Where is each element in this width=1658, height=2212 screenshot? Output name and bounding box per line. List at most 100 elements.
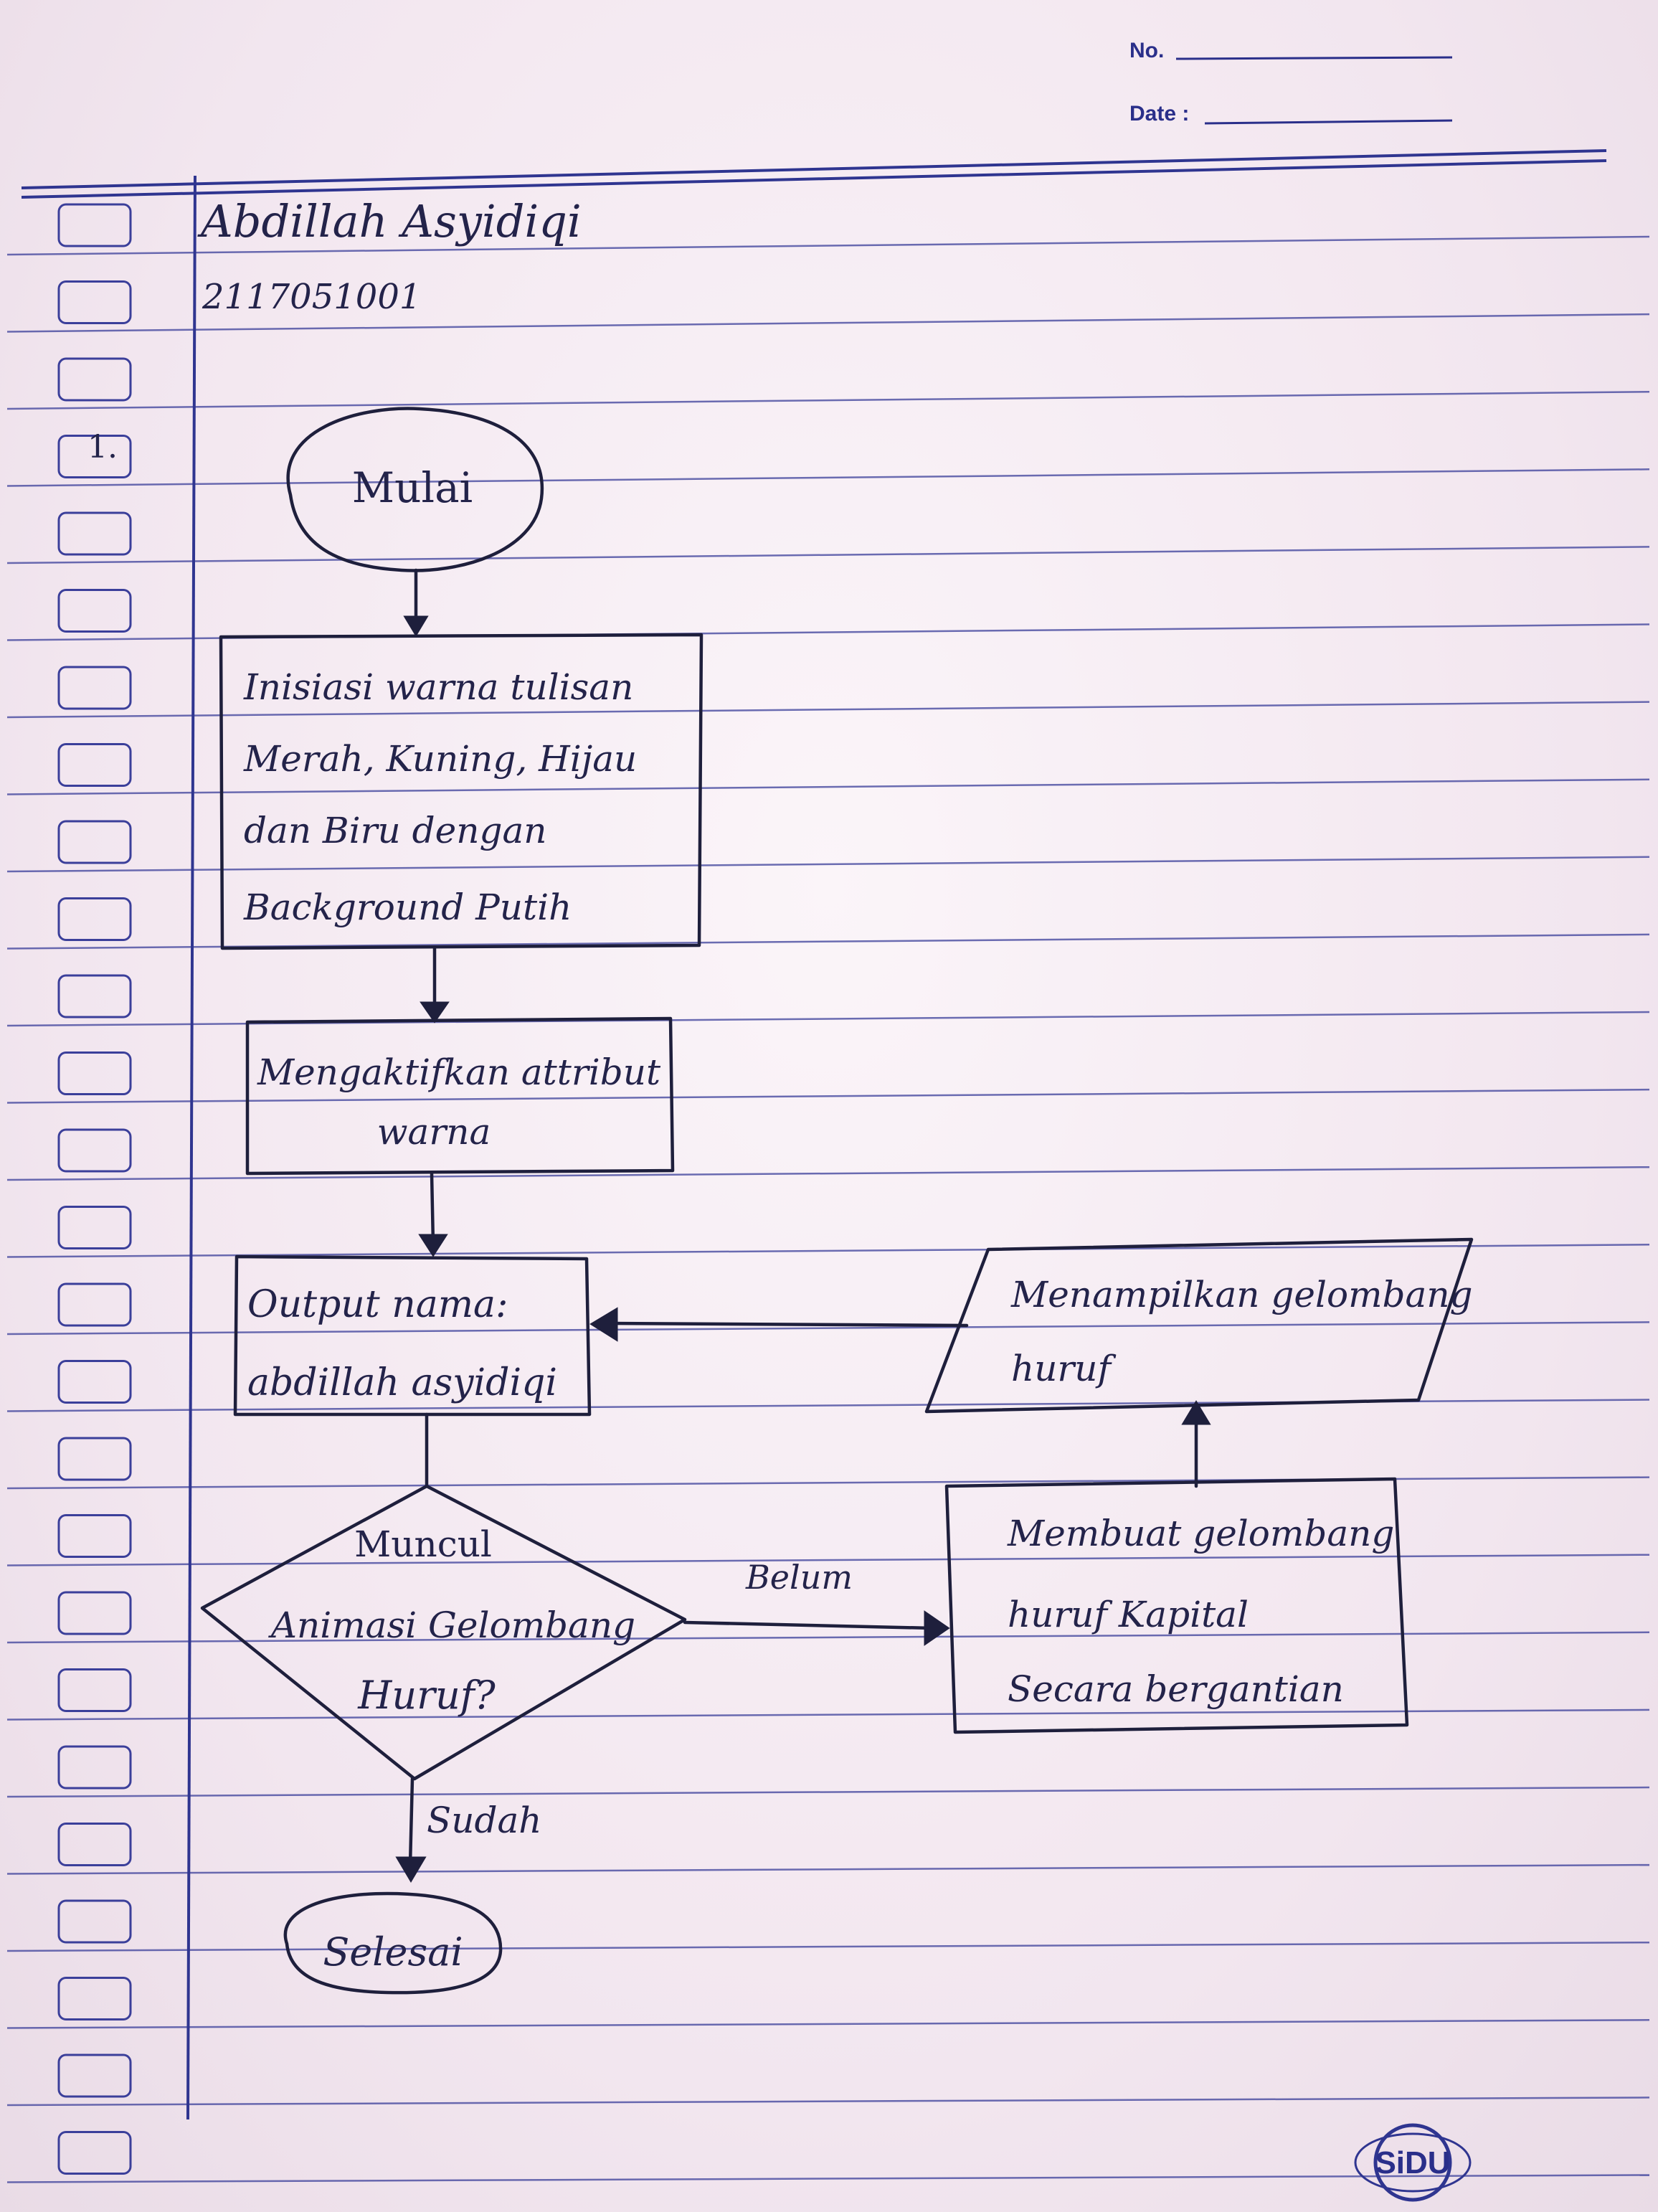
margin-checkbox: [57, 820, 132, 864]
margin-checkbox: [57, 974, 132, 1018]
margin-checkbox: [57, 1360, 132, 1404]
start-terminal: Mulai: [286, 407, 544, 572]
init-line-3: dan Biru dengan: [244, 810, 546, 851]
decision-line-2: Animasi Gelombang: [268, 1604, 635, 1646]
init-line-4: Background Putih: [243, 887, 572, 928]
arrow-activate-to-output: [418, 1171, 448, 1257]
margin-checkbox: [57, 1745, 132, 1790]
margin-checkbox: [57, 897, 132, 941]
arrow-process-to-display: [1181, 1400, 1211, 1488]
margin-checkbox: [57, 743, 132, 787]
process-line-3: Secara bergantian: [1008, 1668, 1344, 1710]
arrow-display-to-output: [589, 1307, 969, 1342]
margin-checkbox: [57, 1668, 132, 1712]
margin-checkbox: [57, 2131, 132, 2175]
header-rule-bottom: [21, 159, 1607, 199]
decision-line-1: Muncul: [354, 1523, 492, 1565]
ruled-line: [6, 1476, 1650, 1490]
date-line: [1204, 119, 1453, 125]
ruled-line: [6, 1708, 1650, 1721]
margin-checkbox: [57, 1977, 132, 2020]
margin-checkbox: [57, 1437, 132, 1481]
ruled-line: [6, 1631, 1650, 1644]
ruled-line: [6, 235, 1650, 256]
activate-line-2: warna: [377, 1111, 491, 1153]
ruled-line: [6, 1786, 1650, 1798]
date-label: Date :: [1129, 102, 1189, 126]
display-io-box: Menampilkan gelombang huruf: [924, 1237, 1474, 1414]
ruled-line: [6, 2174, 1650, 2183]
margin-checkbox: [57, 357, 132, 402]
ruled-line: [6, 2019, 1650, 2029]
flowchart: Mulai Inisiasi warna tulisan Merah, Kuni…: [200, 407, 1474, 1995]
no-line: [1175, 56, 1453, 60]
margin-checkbox: [57, 1128, 132, 1173]
margin-checkbox: [57, 2053, 132, 2098]
display-line-2: huruf: [1011, 1348, 1117, 1389]
ruled-line: [6, 856, 1650, 873]
output-box: Output nama: abdillah asyidiqi: [233, 1254, 592, 1417]
student-name: Abdillah Asyidiqi: [197, 195, 582, 247]
brand-logo: SiDU: [1354, 2123, 1472, 2202]
margin-checkbox: [57, 1282, 132, 1327]
ruled-line: [6, 468, 1650, 487]
ruled-line: [6, 1088, 1650, 1104]
margin-checkbox: [57, 1051, 132, 1095]
ruled-line: [6, 933, 1650, 950]
arrow-start-to-init: [403, 568, 429, 637]
init-line-1: Inisiasi warna tulisan: [243, 666, 633, 708]
arrow-decision-to-end: Sudah: [395, 1777, 541, 1883]
display-line-1: Menampilkan gelombang: [1010, 1274, 1473, 1315]
margin-checkbox: [57, 280, 132, 324]
process-line-2: huruf Kapital: [1008, 1594, 1249, 1635]
yes-branch-label: Sudah: [427, 1800, 541, 1841]
brand-text: SiDU: [1375, 2145, 1450, 2180]
arrow-decision-to-process: Belum: [683, 1558, 950, 1646]
margin-checkbox: [57, 203, 132, 247]
ruled-line: [6, 2097, 1650, 2107]
ruled-line: [6, 778, 1650, 795]
margin-checkbox: [57, 589, 132, 633]
activate-line-1: Mengaktifkan attribut: [257, 1051, 661, 1093]
margin-checkbox: [57, 511, 132, 556]
start-label: Mulai: [352, 463, 473, 512]
ruled-line: [6, 313, 1650, 333]
margin-checkbox: [57, 1591, 132, 1635]
margin-line: [186, 175, 196, 2120]
no-branch-label: Belum: [745, 1558, 853, 1597]
end-label: Selesai: [323, 1929, 463, 1975]
student-id: 2117051001: [202, 277, 421, 317]
header-area: No. Date :: [21, 39, 1607, 199]
margin-checkbox: [57, 1206, 132, 1249]
output-line-2: abdillah asyidiqi: [247, 1361, 557, 1404]
ruled-line: [6, 390, 1650, 410]
question-number: 1.: [87, 429, 118, 465]
output-line-1: Output nama:: [247, 1283, 508, 1326]
ruled-line: [6, 546, 1650, 564]
ruled-line: [6, 1941, 1650, 1952]
decision-line-3: Huruf?: [357, 1673, 496, 1718]
no-label: No.: [1129, 39, 1164, 62]
process-line-1: Membuat gelombang: [1007, 1513, 1394, 1554]
activate-process-box: Mengaktifkan attribut warna: [245, 1016, 675, 1176]
decision-diamond: Muncul Animasi Gelombang Huruf?: [200, 1484, 687, 1781]
end-terminal: Selesai: [283, 1891, 503, 1995]
margin-checkbox: [57, 1823, 132, 1866]
margin-boxes: [57, 203, 132, 2175]
margin-checkbox: [57, 1899, 132, 1944]
margin-checkbox: [57, 666, 132, 710]
header-rule-top: [21, 149, 1607, 189]
ruled-line: [6, 1863, 1650, 1875]
arrow-init-to-activate: [420, 946, 450, 1024]
margin-checkbox: [57, 435, 132, 478]
ruled-line: [6, 1166, 1650, 1181]
ruled-lines: [6, 235, 1650, 2183]
init-line-2: Merah, Kuning, Hijau: [243, 738, 637, 780]
margin-checkbox: [57, 1514, 132, 1558]
ruled-line: [6, 1321, 1650, 1336]
wave-process-box: Membuat gelombang huruf Kapital Secara b…: [944, 1477, 1409, 1734]
ruled-line: [6, 1244, 1650, 1258]
init-process-box: Inisiasi warna tulisan Merah, Kuning, Hi…: [219, 633, 704, 950]
